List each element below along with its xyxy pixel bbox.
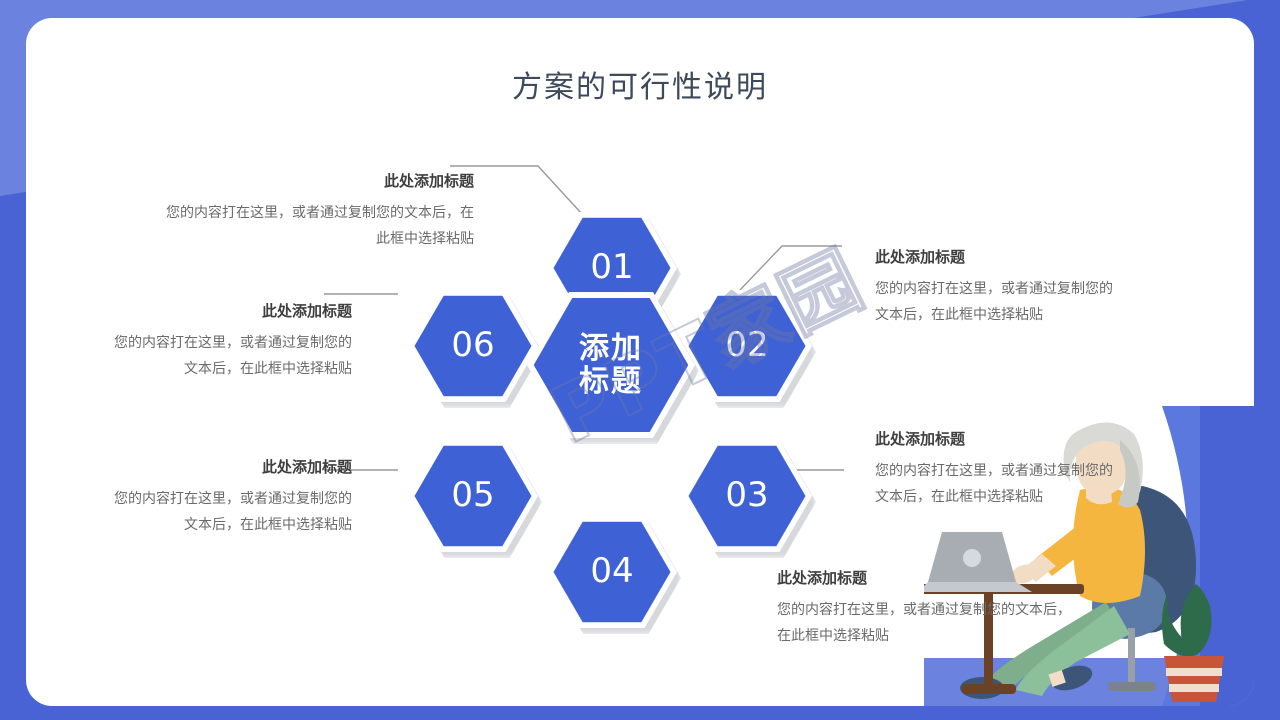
face-shape (1075, 434, 1127, 496)
hexagon-node-05[interactable]: 05 (408, 440, 542, 558)
hexagon-center-label: 添加 标题 (579, 332, 643, 398)
block-title-05: 此处添加标题 (261, 458, 352, 476)
hexagon-node-06[interactable]: 06 (408, 290, 542, 408)
hexagon-node-03[interactable]: 03 (682, 440, 816, 558)
block-body-03: 您的内容打在这里，或者通过复制您的文本后，在此框中选择粘贴 (875, 463, 1113, 505)
laptop-logo (963, 549, 981, 567)
hair-shape (1063, 422, 1143, 500)
hexagon-number-label: 06 (451, 325, 495, 366)
hexagon-number-label: 04 (590, 551, 634, 592)
chair-stand-base (1108, 682, 1156, 691)
block-body-06: 您的内容打在这里，或者通过复制您的文本后，在此框中选择粘贴 (114, 335, 352, 377)
block-body-01: 您的内容打在这里，或者通过复制您的文本后，在此框中选择粘贴 (166, 205, 474, 247)
text-block-05: 此处添加标题 您的内容打在这里，或者通过复制您的文本后，在此框中选择粘贴 (112, 456, 352, 539)
block-body-02: 您的内容打在这里，或者通过复制您的文本后，在此框中选择粘贴 (875, 281, 1113, 323)
text-block-02: 此处添加标题 您的内容打在这里，或者通过复制您的文本后，在此框中选择粘贴 (875, 246, 1120, 329)
plant-pot-stripe-1 (1166, 668, 1222, 676)
center-label-line-1: 添加 (579, 331, 643, 366)
block-title-01: 此处添加标题 (383, 172, 474, 190)
leg-back-shape (986, 602, 1122, 692)
laptop-keyboard (924, 582, 1032, 592)
plant-pot-stripe-2 (1169, 684, 1219, 692)
block-title-03: 此处添加标题 (875, 430, 966, 448)
hand-shape (1011, 564, 1037, 584)
hexagon-number-label: 03 (725, 475, 769, 516)
hexagon-node-02[interactable]: 02 (682, 290, 816, 408)
text-block-01: 此处添加标题 您的内容打在这里，或者通过复制您的文本后，在此框中选择粘贴 (164, 170, 474, 253)
hexagon-number-label: 01 (590, 247, 634, 288)
table-base (962, 684, 1016, 694)
connector-line-01 (450, 165, 583, 215)
table-pole (984, 592, 993, 688)
hexagon-number-label: 02 (725, 325, 769, 366)
plant-stem (1187, 601, 1194, 661)
woman-working-on-laptop-illustration (924, 406, 1254, 706)
hair-back-shape (1118, 440, 1140, 508)
shirt-shape (1073, 486, 1145, 603)
center-label-line-2: 标题 (579, 364, 643, 399)
block-title-06: 此处添加标题 (261, 302, 352, 320)
hexagon-number-label: 05 (451, 475, 495, 516)
plant-leaves (1162, 584, 1212, 657)
page-title: 方案的可行性说明 (512, 70, 768, 105)
connector-line-02 (739, 245, 842, 291)
text-block-06: 此处添加标题 您的内容打在这里，或者通过复制您的文本后，在此框中选择粘贴 (112, 300, 352, 383)
hexagon-node-04[interactable]: 04 (547, 516, 681, 634)
chair-stand-pole (1128, 628, 1135, 686)
block-body-04: 您的内容打在这里，或者通过复制您的文本后，在此框中选择粘贴 (777, 602, 1071, 644)
shoe-front-sole (1048, 670, 1066, 687)
hexagon-diagram: 01 02 03 04 05 (26, 18, 1254, 706)
block-body-05: 您的内容打在这里，或者通过复制您的文本后，在此框中选择粘贴 (114, 491, 352, 533)
hexagon-node-center[interactable]: 添加 标题 (527, 292, 699, 444)
slide-card: 方案的可行性说明 (26, 18, 1254, 706)
text-block-04: 此处添加标题 您的内容打在这里，或者通过复制您的文本后，在此框中选择粘贴 (777, 567, 1082, 650)
block-title-02: 此处添加标题 (875, 248, 966, 266)
text-block-03: 此处添加标题 您的内容打在这里，或者通过复制您的文本后，在此框中选择粘贴 (875, 428, 1120, 511)
block-title-04: 此处添加标题 (777, 569, 868, 587)
leg-front-shape (1016, 606, 1130, 696)
